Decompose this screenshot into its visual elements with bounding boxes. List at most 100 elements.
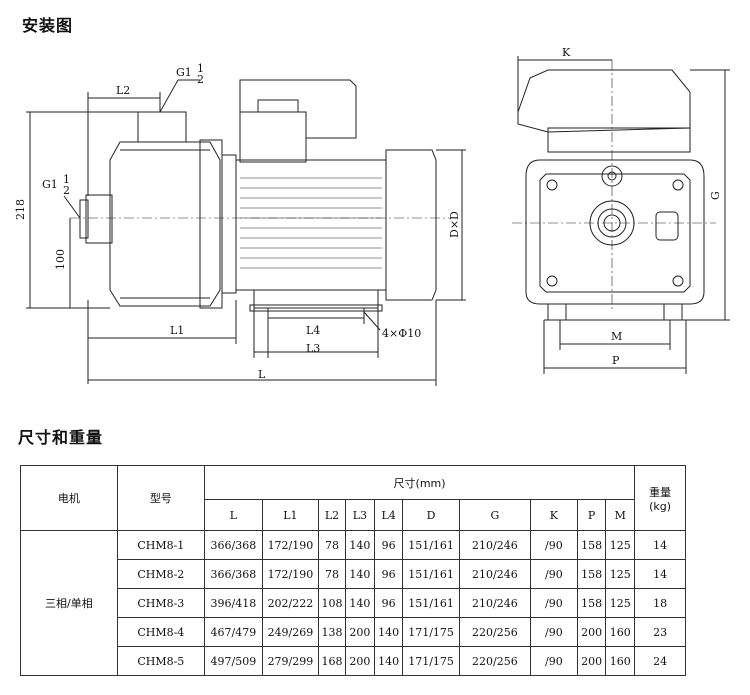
- cell-l: 366/368: [203, 559, 263, 589]
- cell-d: 151/161: [402, 559, 460, 589]
- dim-g-left-label: G1: [42, 178, 58, 191]
- dim-l1-label: L1: [170, 324, 184, 337]
- cell-d: 171/175: [402, 646, 460, 676]
- cell-l2: 78: [318, 559, 347, 589]
- cell-l: 366/368: [203, 530, 263, 560]
- installation-drawing: G1 1 2 L2 G1 1 2 218 100 D×D L1 L4 4×Φ10…: [14, 46, 730, 386]
- cell-g: 220/256: [458, 646, 532, 676]
- dim-g-top-label: G1: [176, 66, 192, 79]
- cell-l4: 96: [373, 530, 404, 560]
- cell-k: /90: [530, 617, 578, 647]
- model-cell: CHM8-2: [116, 559, 205, 589]
- cell-k: /90: [530, 559, 578, 589]
- cell-m: 125: [605, 559, 636, 589]
- cell-l3: 140: [345, 588, 375, 618]
- cell-g: 210/246: [458, 559, 532, 589]
- dim-g-label: G: [709, 191, 722, 200]
- dim-l4-label: L4: [306, 324, 320, 337]
- dim-g-top-half-den: 2: [197, 73, 204, 86]
- cell-l: 396/418: [203, 588, 263, 618]
- cell-l1: 172/190: [261, 559, 320, 589]
- cell-l1: 202/222: [261, 588, 320, 618]
- cell-p: 200: [576, 646, 607, 676]
- cell-l2: 78: [318, 530, 347, 560]
- cell-l3: 140: [345, 530, 375, 560]
- dim-g-top-half-num: 1: [197, 62, 204, 75]
- col-weight-header: 重量 (kg): [634, 465, 686, 531]
- dim-218-label: 218: [14, 199, 27, 220]
- col-motor-header: 电机: [20, 465, 118, 531]
- dim-holes-label: 4×Φ10: [382, 327, 421, 340]
- col-l3-header: L3: [345, 499, 375, 531]
- cell-l1: 279/299: [261, 646, 320, 676]
- cell-k: /90: [530, 588, 578, 618]
- cell-l3: 200: [345, 646, 375, 676]
- cell-k: /90: [530, 646, 578, 676]
- table-row: 三相/单相 CHM8-1 366/368 172/190 78 140 96 1…: [20, 530, 686, 676]
- col-l4-header: L4: [373, 499, 404, 531]
- specs-heading: 尺寸和重量: [18, 428, 104, 447]
- cell-l1: 249/269: [261, 617, 320, 647]
- cell-l2: 108: [318, 588, 347, 618]
- cell-m: 125: [605, 530, 636, 560]
- cell-d: 151/161: [402, 588, 460, 618]
- table-row: CHM8-5 497/509 279/299 168 200 140 171/1…: [21, 646, 686, 676]
- cell-weight: 23: [634, 617, 686, 647]
- dim-l3-label: L3: [306, 342, 320, 355]
- dim-l2-label: L2: [116, 84, 130, 97]
- col-d-header: D: [402, 499, 460, 531]
- cell-l: 497/509: [203, 646, 263, 676]
- cell-g: 220/256: [458, 617, 532, 647]
- cell-l4: 96: [373, 559, 404, 589]
- cell-p: 158: [576, 530, 607, 560]
- cell-g: 210/246: [458, 588, 532, 618]
- model-cell: CHM8-1: [116, 530, 205, 560]
- cell-l3: 200: [345, 617, 375, 647]
- dim-k-label: K: [562, 46, 571, 59]
- dim-g-left-half-num: 1: [63, 173, 70, 186]
- cell-l4: 96: [373, 588, 404, 618]
- dim-m-label: M: [611, 330, 622, 343]
- table-row: CHM8-4 467/479 249/269 138 200 140 171/1…: [21, 617, 686, 647]
- cell-d: 151/161: [402, 530, 460, 560]
- cell-p: 200: [576, 617, 607, 647]
- spec-table: 电机 型号 尺寸(mm) 重量 (kg) L L1 L2 L3 L4 D G K…: [20, 465, 686, 676]
- cell-l: 467/479: [203, 617, 263, 647]
- col-l-header: L: [203, 499, 263, 531]
- col-l1-header: L1: [261, 499, 320, 531]
- cell-k: /90: [530, 530, 578, 560]
- table-row: CHM8-2 366/368 172/190 78 140 96 151/161…: [21, 559, 686, 589]
- cell-g: 210/246: [458, 530, 532, 560]
- cell-d: 171/175: [402, 617, 460, 647]
- dim-p-label: P: [612, 354, 620, 367]
- cell-l4: 140: [373, 617, 404, 647]
- cell-weight: 14: [634, 559, 686, 589]
- model-cell: CHM8-3: [116, 588, 205, 618]
- cell-p: 158: [576, 588, 607, 618]
- dim-l-label: L: [258, 368, 266, 381]
- cell-weight: 18: [634, 588, 686, 618]
- model-cell: CHM8-5: [116, 646, 205, 676]
- cell-weight: 14: [634, 530, 686, 560]
- col-p-header: P: [576, 499, 607, 531]
- model-cell: CHM8-4: [116, 617, 205, 647]
- cell-p: 158: [576, 559, 607, 589]
- dim-100-label: 100: [54, 249, 67, 270]
- cell-m: 160: [605, 646, 636, 676]
- motor-cell: 三相/单相: [20, 530, 118, 676]
- install-heading: 安装图: [22, 16, 74, 35]
- cell-m: 125: [605, 588, 636, 618]
- col-k-header: K: [530, 499, 578, 531]
- cell-l3: 140: [345, 559, 375, 589]
- col-m-header: M: [605, 499, 636, 531]
- table-row: CHM8-3 396/418 202/222 108 140 96 151/16…: [21, 588, 686, 618]
- cell-l2: 168: [318, 646, 347, 676]
- cell-l2: 138: [318, 617, 347, 647]
- col-dims-header: 尺寸(mm): [203, 465, 636, 500]
- cell-m: 160: [605, 617, 636, 647]
- cell-weight: 24: [634, 646, 686, 676]
- cell-l4: 140: [373, 646, 404, 676]
- col-model-header: 型号: [116, 465, 205, 531]
- col-l2-header: L2: [318, 499, 347, 531]
- dim-g-left-half-den: 2: [63, 184, 70, 197]
